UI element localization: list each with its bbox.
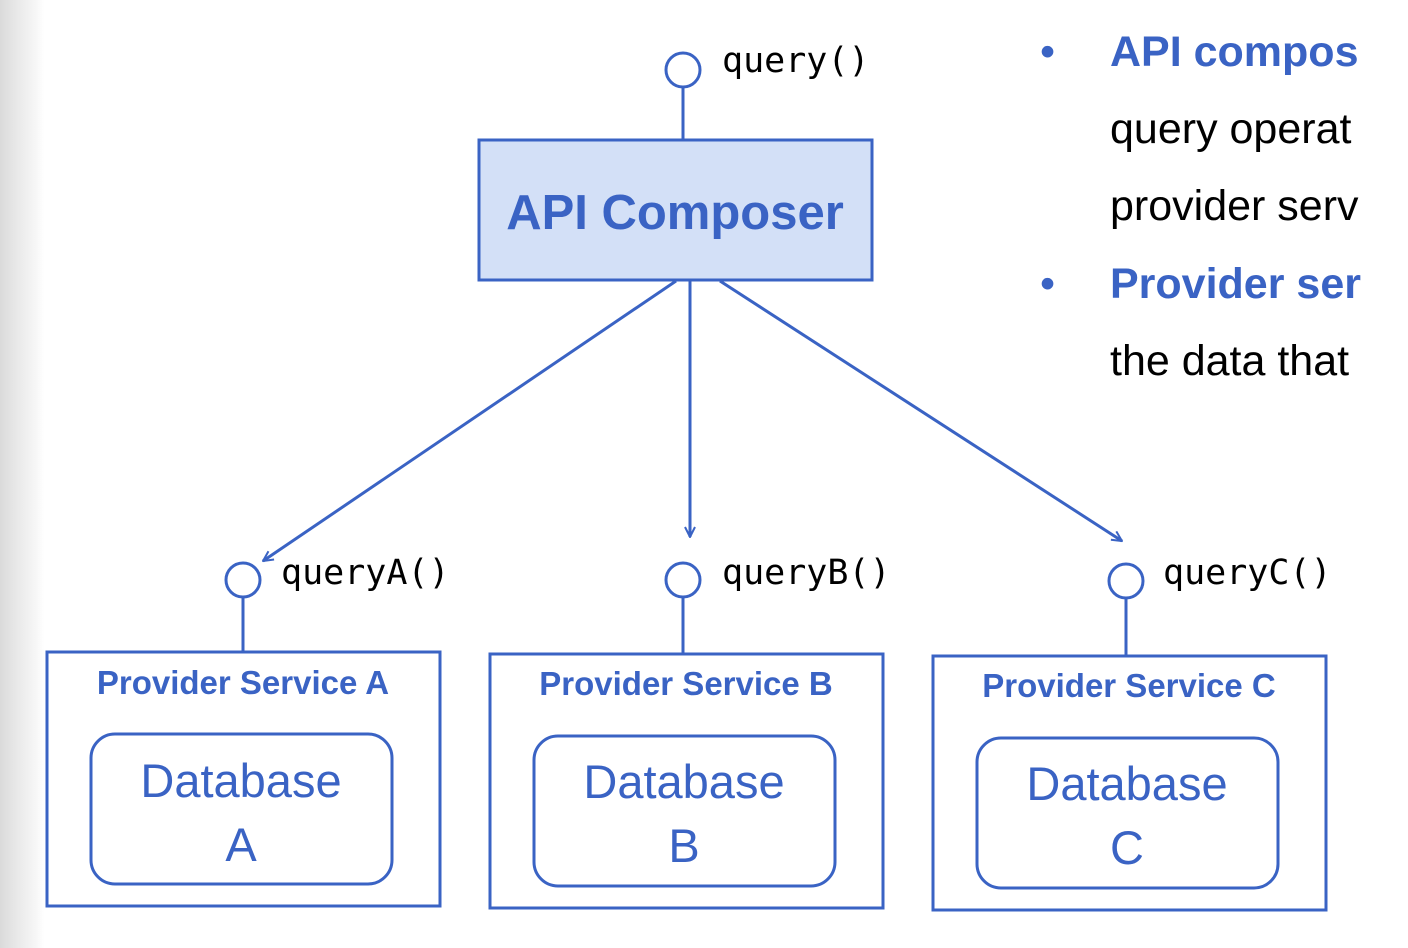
- provider-service-a-title: Provider Service A: [97, 664, 389, 701]
- bullet-text: provider serv: [1110, 182, 1359, 230]
- provider-a-interface-label: queryA(): [281, 553, 450, 593]
- arrow-to-provider-c: [719, 279, 1122, 543]
- database-a-box: [89, 732, 394, 886]
- database-a-label-line2: A: [225, 818, 257, 871]
- database-b-label-line1: Database: [583, 755, 784, 808]
- bullet-heading: API compos: [1110, 28, 1359, 76]
- slide-edge-shadow: [0, 0, 44, 948]
- provider-service-b-title: Provider Service B: [539, 665, 833, 702]
- bullet-marker: •: [1040, 260, 1056, 308]
- database-c-label-line1: Database: [1026, 757, 1227, 810]
- bullet-text: query operat: [1110, 105, 1352, 153]
- bullet-heading: Provider ser: [1110, 260, 1361, 308]
- provider-a-interface-icon: [224, 561, 262, 599]
- database-c-box: [975, 736, 1280, 890]
- provider-b-interface-label: queryB(): [722, 553, 891, 593]
- provider-c-interface-label: queryC(): [1163, 553, 1332, 593]
- database-b-box: [532, 734, 837, 888]
- composer-interface-icon: [664, 51, 702, 89]
- provider-c-interface-icon: [1107, 562, 1145, 600]
- bullet-text: the data that: [1110, 337, 1350, 385]
- api-composer-box: [477, 138, 874, 282]
- database-a-label-line1: Database: [140, 754, 341, 807]
- api-composer-label: API Composer: [506, 186, 844, 240]
- arrow-to-provider-a: [263, 279, 677, 561]
- bullet-list: • API compos query operat provider serv …: [1040, 26, 1408, 406]
- database-b-label-line2: B: [668, 819, 699, 872]
- composer-interface-label: query(): [722, 41, 870, 81]
- provider-service-c-title: Provider Service C: [982, 667, 1276, 704]
- database-c-label-line2: C: [1110, 821, 1144, 874]
- provider-b-interface-icon: [664, 561, 702, 599]
- bullet-marker: •: [1040, 28, 1056, 76]
